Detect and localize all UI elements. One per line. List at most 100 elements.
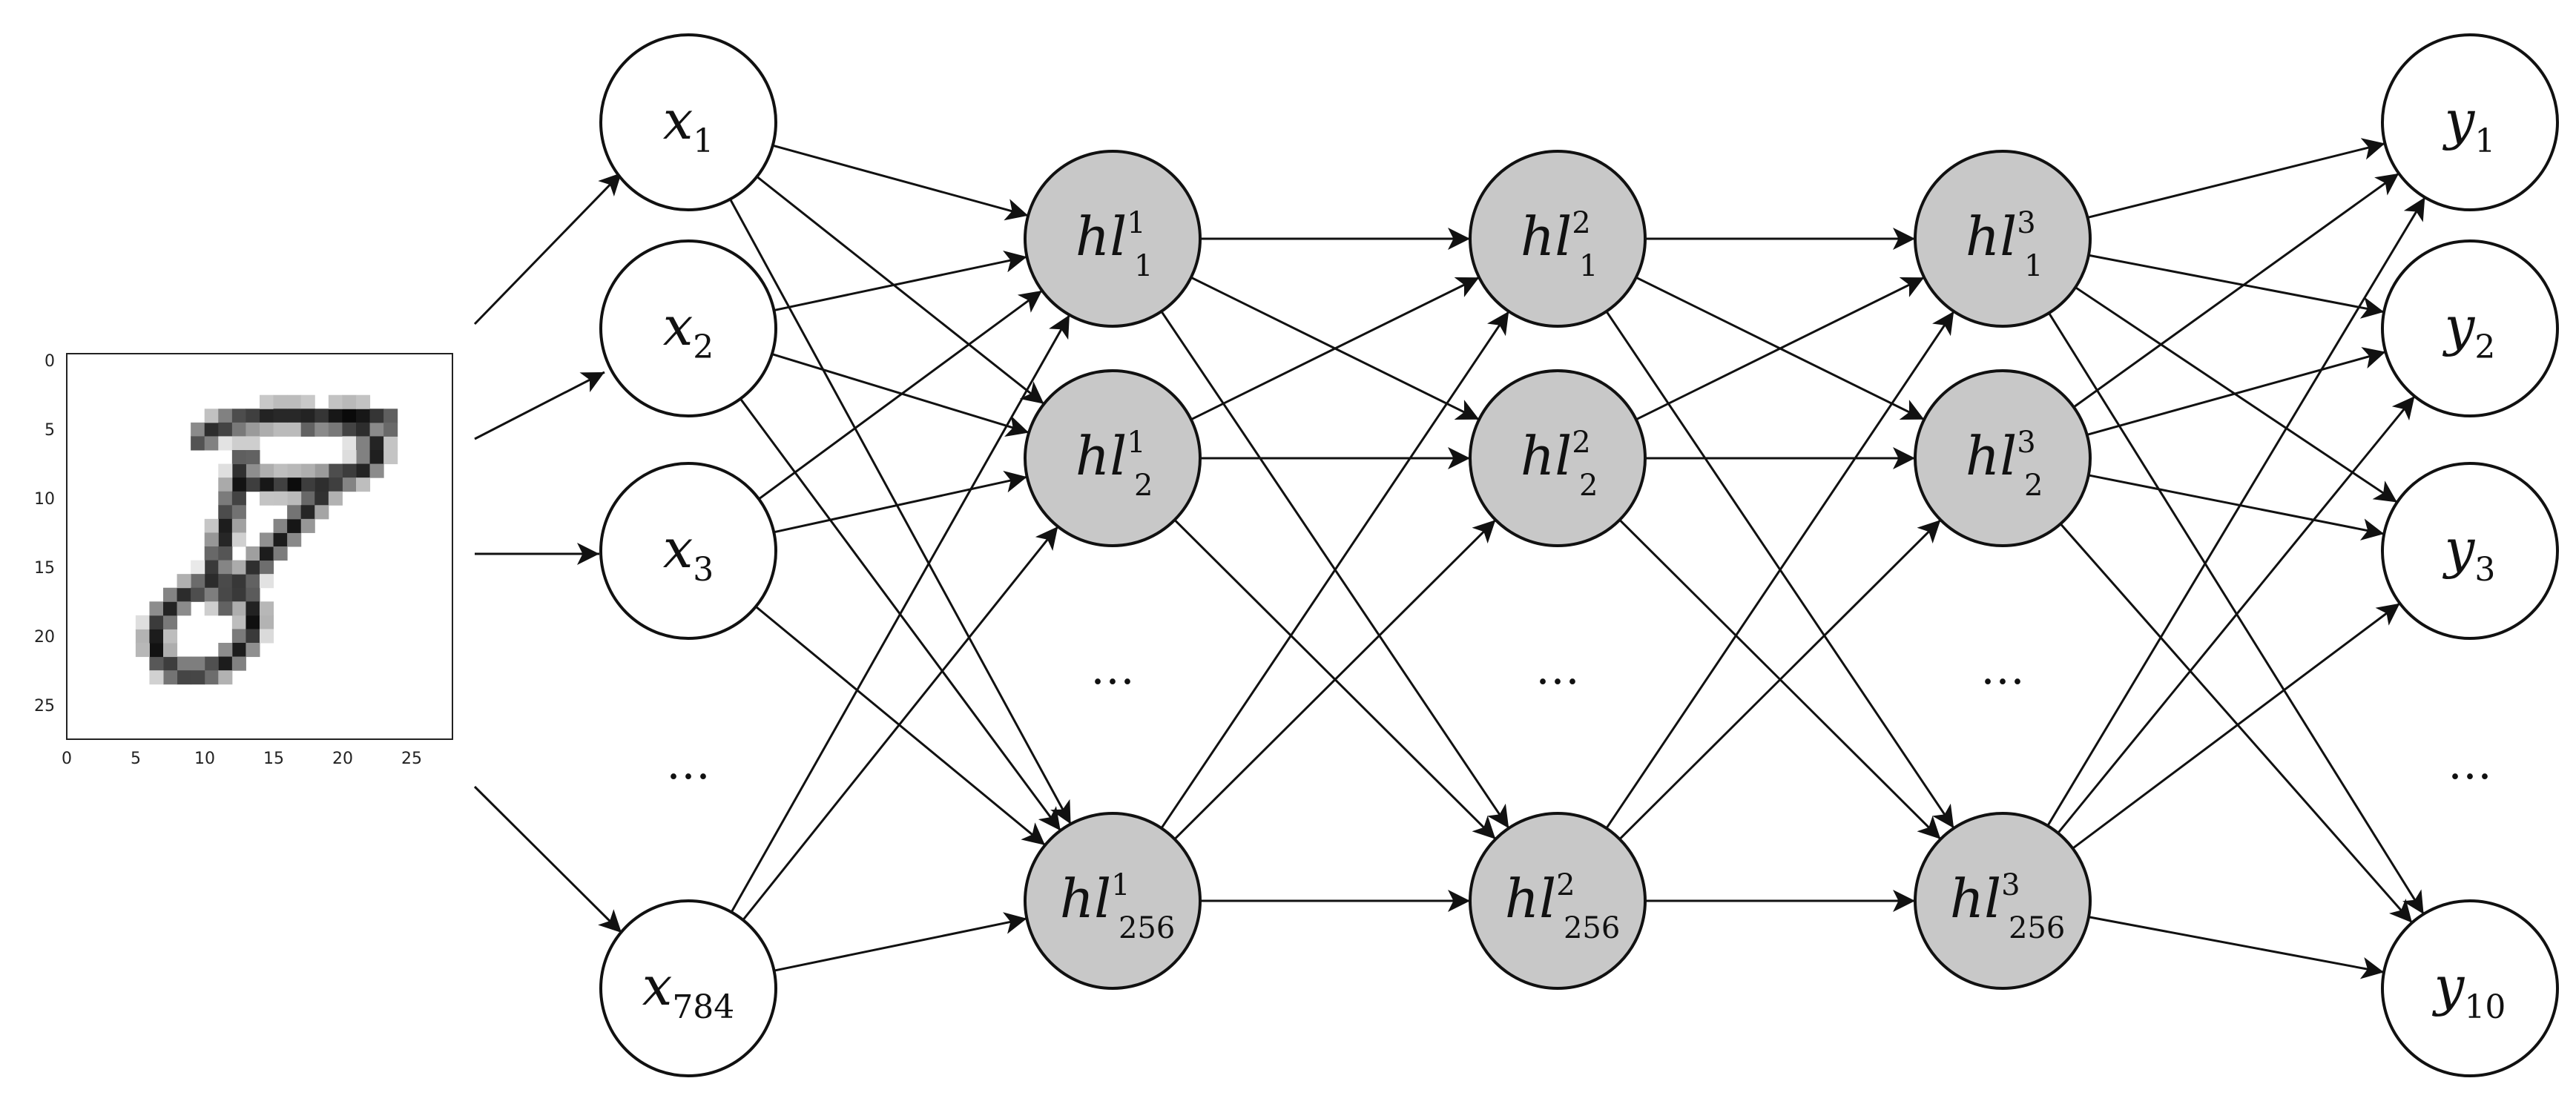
digit-pixel [328,422,343,437]
digit-pixel [314,491,329,506]
connection-arrow [2075,286,2398,503]
connection-arrow [1635,276,1925,421]
digit-pixel [246,477,260,492]
mnist-image: 0 5 10 15 20 25 0 5 10 15 20 25 [34,352,453,768]
digit-pixel [342,409,357,423]
digit-pixel [260,409,274,423]
digit-pixel [231,574,246,589]
digit-pixel [273,422,288,437]
digit-pixel [246,574,260,589]
digit-pixel [218,560,233,575]
digit-pixel [149,643,164,658]
digit-pixel [369,450,384,465]
digit-pixel [314,422,329,437]
connection-arrow [1190,276,1480,421]
connection-arrow [2059,523,2414,924]
digit-pixel [163,643,178,658]
digit-pixel [328,477,343,492]
digit-pixel [342,436,357,451]
connection-arrow [2072,602,2401,850]
digit-pixel [191,587,205,602]
image-x-tick: 10 [194,750,215,768]
image-x-tick: 20 [332,750,353,768]
digit-pixel [273,477,288,492]
digit-pixel [273,409,288,423]
digit-pixel [260,546,274,561]
digit-pixel [218,601,233,616]
digit-pixel [149,670,164,685]
image-x-tick: 25 [401,750,422,768]
image-y-tick: 5 [45,421,55,440]
digit-pixel [204,532,219,547]
connection-arrow [2072,172,2400,409]
digit-pixel [287,463,302,478]
digit-pixel [163,670,178,685]
digit-pixel [287,409,302,423]
digit-pixel [287,505,302,520]
connection-arrow [2088,916,2385,979]
digit-pixel [204,560,219,575]
digit-pixel [246,436,260,451]
node-label: x1 [663,89,714,160]
connection-arrow [1173,519,1497,840]
connection-arrow [2088,474,2385,541]
digit-pixel [218,477,233,492]
digit-pixel [231,656,246,671]
digit-pixel [260,463,274,478]
arrow [473,785,623,934]
node-circle [1469,150,1647,328]
digit-pixel [260,394,274,409]
digit-pixel [135,629,150,644]
digit-pixel [204,422,219,437]
output-ellipsis: … [2448,738,2492,790]
node-label: x784 [642,955,735,1026]
connection-arrow [1605,311,1955,829]
digit-pixel [218,643,233,658]
digit-pixel [246,450,260,465]
digit-pixel [328,409,343,423]
digit-pixel [218,505,233,520]
digit-pixel [231,436,246,451]
connection-arrow [1160,311,1510,829]
digit-pixel [260,560,274,575]
digit-pixel [204,601,219,616]
digit-pixel [260,491,274,506]
digit-pixel [356,394,371,409]
digit-pixel [177,601,191,616]
digit-pixel [369,436,384,451]
digit-pixel [231,560,246,575]
connection-arrow [729,198,1072,825]
digit-pixel [246,560,260,575]
digit-pixel [204,409,219,423]
node-circle [599,462,777,640]
connection-arrow [2086,347,2386,436]
node-circle [2381,33,2559,211]
digit-pixel [231,643,246,658]
node-circle [1914,812,2092,990]
connection-arrow [730,314,1071,913]
node-circle [599,899,777,1077]
digit-pixel [260,629,274,644]
image-y-tick: 15 [34,559,55,578]
digit-pixel [204,670,219,685]
digit-pixel [342,422,357,437]
digit-pixel [246,601,260,616]
digit-pixel [287,477,302,492]
digit-pixel [356,477,371,492]
digit-pixel [246,422,260,437]
digit-pixel [273,546,288,561]
image-y-tick: 10 [34,490,55,509]
digit-pixel [342,394,357,409]
connection-arrow [2087,138,2385,219]
digit-pixel [356,450,371,465]
digit-pixel [231,518,246,533]
